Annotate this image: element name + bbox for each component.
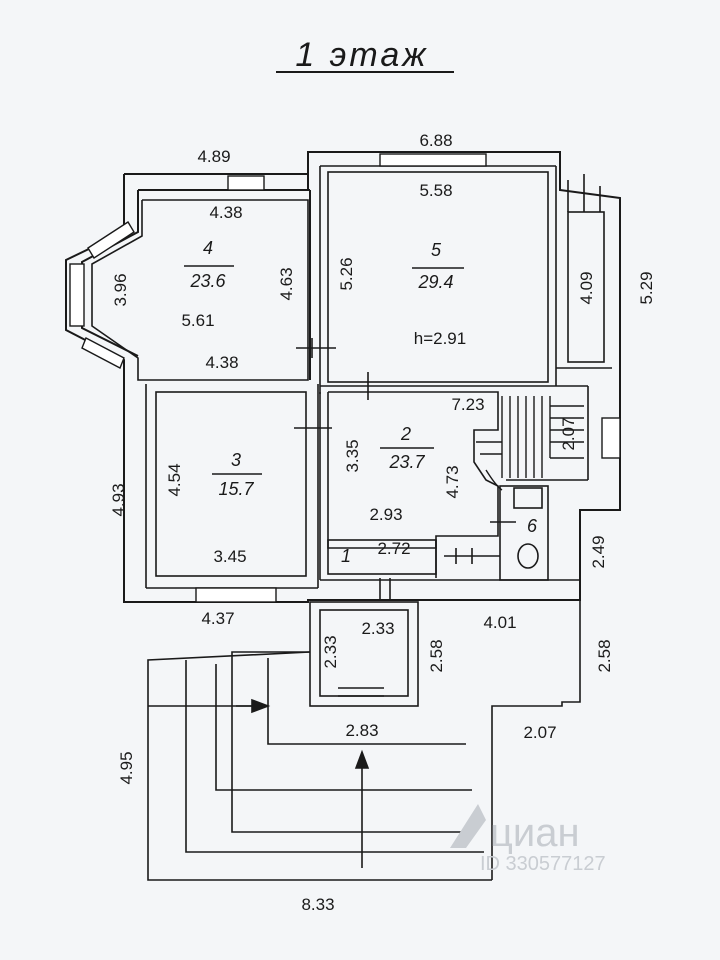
room-2-walls — [319, 385, 589, 580]
watermark-brand: циан — [490, 811, 580, 855]
watermark-id: ID 330577127 — [480, 853, 606, 875]
dim-stair-small: 2.07 — [559, 417, 578, 450]
dim-steps-bottom: 8.33 — [301, 895, 334, 914]
dim-terrace-bottom: 2.07 — [523, 723, 556, 742]
room-6-number: 6 — [527, 516, 538, 536]
watermark-logo-icon — [450, 804, 486, 848]
room-2-number: 2 — [400, 424, 411, 444]
dim-left-outer: 4.93 — [109, 483, 128, 516]
dim-top-left: 4.89 — [197, 147, 230, 166]
dim-r4-bottom: 4.38 — [205, 353, 238, 372]
dim-r2-right: 4.73 — [443, 465, 462, 498]
dim-steps-left: 4.95 — [117, 751, 136, 784]
windows — [69, 153, 621, 603]
entrance-steps — [147, 651, 492, 881]
dim-r1: 2.72 — [377, 539, 410, 558]
dim-r5-top: 5.58 — [419, 181, 452, 200]
dim-porch-bottom: 2.83 — [345, 721, 378, 740]
ceiling-height: h=2.91 — [414, 329, 466, 348]
dim-r2-left: 3.35 — [343, 439, 362, 472]
room-4-area: 23.6 — [189, 271, 226, 291]
dim-terrace-right: 2.58 — [595, 639, 614, 672]
dim-stair: 7.23 — [451, 395, 484, 414]
room-2-area: 23.7 — [388, 452, 425, 472]
watermark: циан ID 330577127 — [450, 804, 606, 875]
closet-walls — [556, 174, 612, 369]
room-5-number: 5 — [431, 240, 442, 260]
room-4-number: 4 — [203, 238, 213, 258]
room-3-area: 15.7 — [218, 479, 254, 499]
dim-porch-left: 2.33 — [321, 635, 340, 668]
dim-porch-right: 2.58 — [427, 639, 446, 672]
dim-terrace-top: 4.01 — [483, 613, 516, 632]
dim-r4-right: 4.63 — [277, 267, 296, 300]
dim-bottom-left: 4.37 — [201, 609, 234, 628]
dim-r3-left: 4.54 — [165, 463, 184, 496]
terrace-outline — [418, 599, 581, 880]
dim-r4-mid: 5.61 — [181, 311, 214, 330]
room-5-area: 29.4 — [417, 272, 453, 292]
room-1-walls — [320, 539, 580, 581]
dim-right-outer: 5.29 — [637, 271, 656, 304]
dim-top-right: 6.88 — [419, 131, 452, 150]
room-1-number: 1 — [341, 546, 351, 566]
dim-r5-left: 5.26 — [337, 257, 356, 290]
dim-r6-right: 2.49 — [589, 535, 608, 568]
door-marks — [294, 338, 516, 600]
dim-r4-top: 4.38 — [209, 203, 242, 222]
room-4-walls — [91, 199, 309, 381]
dim-closet: 4.09 — [577, 271, 596, 304]
staircase — [476, 396, 584, 491]
dim-r2-bottom: 2.93 — [369, 505, 402, 524]
dim-r4-left: 3.96 — [111, 273, 130, 306]
dim-porch-top: 2.33 — [361, 619, 394, 638]
porch-walls — [309, 601, 419, 707]
room-3-number: 3 — [231, 450, 241, 470]
room-6-walls — [444, 485, 549, 581]
dim-r3-bottom: 3.45 — [213, 547, 246, 566]
floor-title: 1 этаж — [295, 36, 428, 74]
